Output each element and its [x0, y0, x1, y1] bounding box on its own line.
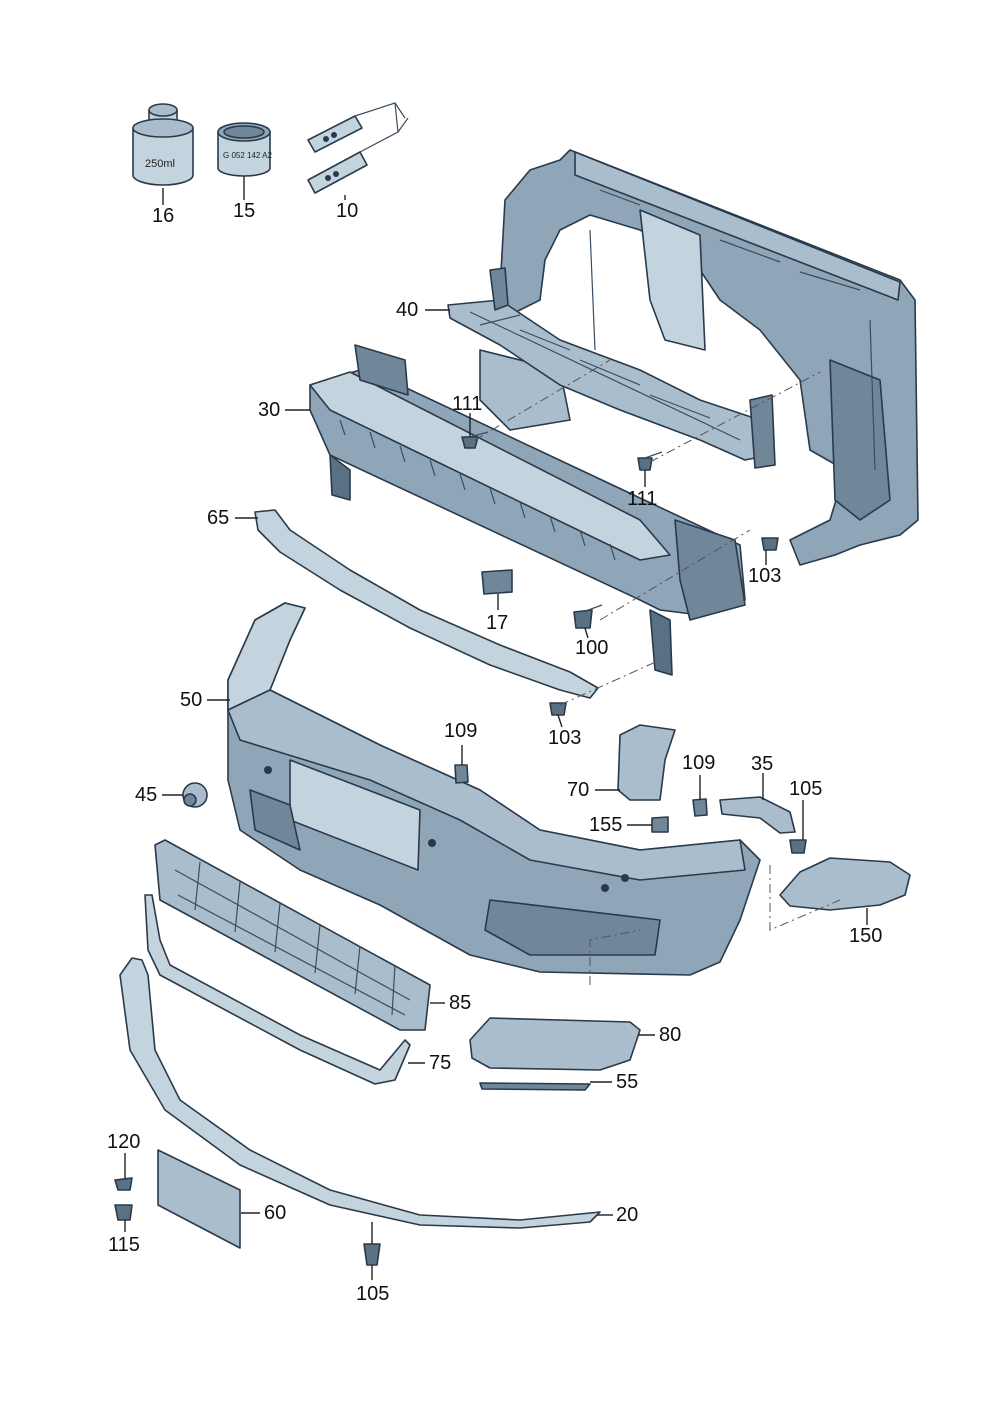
part-109a-clip	[454, 764, 469, 784]
callout-30: 30	[258, 399, 280, 421]
callout-109a: 109	[444, 720, 477, 742]
part-30-impact-beam	[309, 344, 746, 676]
callout-105a: 105	[789, 778, 822, 800]
part-109b-clip	[692, 798, 708, 817]
callout-40: 40	[396, 299, 418, 321]
callout-103b: 103	[548, 727, 581, 749]
callout-103a: 103	[748, 565, 781, 587]
part-40-air-guide	[447, 267, 776, 469]
part-150-cover	[779, 857, 911, 911]
callout-80: 80	[659, 1024, 681, 1046]
callout-150: 150	[849, 925, 882, 947]
screw-103a	[761, 537, 779, 551]
tin-code-text: G 052 142 A2	[223, 151, 272, 160]
part-115-nut	[114, 1204, 133, 1221]
part-10-cartridges	[307, 102, 409, 194]
part-35-side-guide	[719, 796, 796, 834]
screw-105b	[363, 1243, 381, 1266]
assembly-lines	[474, 359, 841, 985]
callout-labels: 16 15 10 40 30 111 111 65 103 17 100 50 …	[107, 200, 882, 1305]
part-155-clip	[651, 816, 669, 833]
callout-35: 35	[751, 753, 773, 775]
callout-45: 45	[135, 784, 157, 806]
part-55-strip	[479, 1082, 591, 1091]
callout-105b: 105	[356, 1283, 389, 1305]
callout-20: 20	[616, 1204, 638, 1226]
callout-16: 16	[152, 205, 174, 227]
callout-115: 115	[108, 1234, 140, 1256]
screw-111b	[637, 451, 663, 471]
callout-60: 60	[264, 1202, 286, 1224]
part-45-mount	[182, 782, 208, 808]
callout-111a: 111	[452, 393, 482, 415]
callout-10: 10	[336, 200, 358, 222]
part-65-strip	[254, 509, 599, 699]
part-80-fog-cover	[469, 1017, 641, 1071]
callout-120: 120	[107, 1131, 140, 1153]
front-end-carrier	[479, 149, 919, 566]
part-15-tin: G 052 142 A2	[217, 122, 272, 177]
part-16-can: 250ml	[132, 103, 194, 186]
callout-15: 15	[233, 200, 255, 222]
leader-lines	[124, 176, 868, 1280]
callout-85: 85	[449, 992, 471, 1014]
part-50-bumper-cover	[227, 602, 761, 976]
callout-65: 65	[207, 507, 229, 529]
part-17-pad	[481, 569, 513, 595]
part-120-rivet	[114, 1177, 133, 1191]
screw-103b	[549, 702, 567, 716]
callout-75: 75	[429, 1052, 451, 1074]
callout-50: 50	[180, 689, 202, 711]
callout-70: 70	[567, 779, 589, 801]
part-85-grille	[154, 839, 431, 1031]
callout-155: 155	[589, 814, 622, 836]
part-70-bracket	[617, 724, 676, 801]
can-volume-text: 250ml	[145, 158, 175, 170]
part-20-spoiler	[119, 957, 601, 1229]
part-60-plate	[157, 1149, 241, 1249]
callout-55: 55	[616, 1071, 638, 1093]
callout-111b: 111	[627, 488, 657, 510]
screw-111a	[461, 431, 489, 449]
callout-17: 17	[486, 612, 508, 634]
callout-100: 100	[575, 637, 608, 659]
screw-100	[573, 604, 603, 629]
screw-105a	[789, 839, 807, 854]
part-75-strip	[144, 894, 411, 1085]
callout-109b: 109	[682, 752, 715, 774]
